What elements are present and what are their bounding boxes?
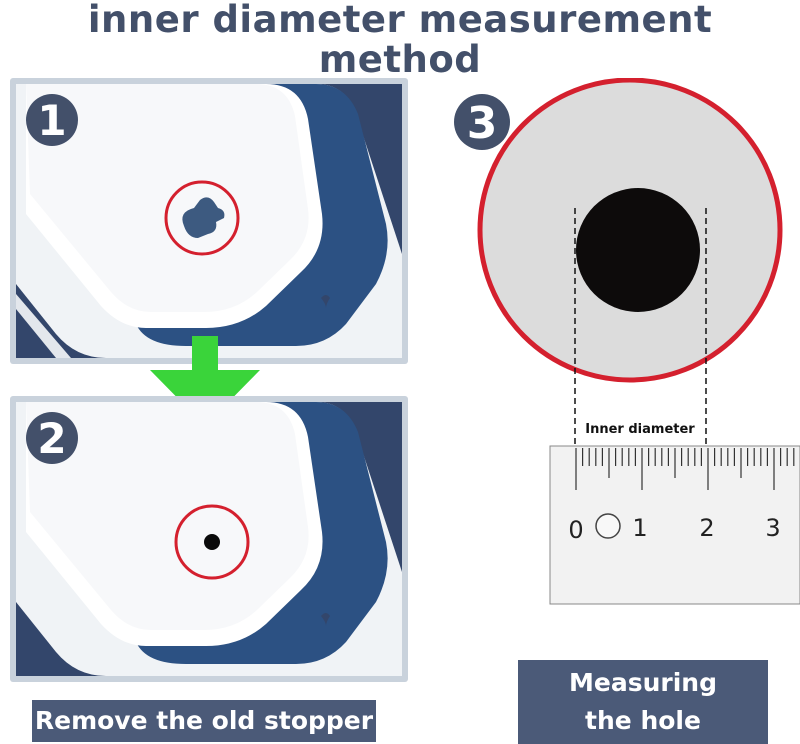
- page-title: inner diameter measurement method: [87, 0, 713, 81]
- step-1-badge: [26, 94, 78, 146]
- ruler-hole-icon: [595, 513, 621, 539]
- ruler-number-2: 2: [699, 514, 714, 542]
- ruler-number-3: 3: [765, 514, 780, 542]
- old-stopper-icon: [182, 197, 225, 238]
- ruler-number-1: 1: [632, 514, 647, 542]
- measurement-illustration: Inner diameter 0 1 2 3 3: [454, 78, 800, 605]
- step-1-panel: 1: [10, 78, 408, 364]
- highlight-circle: [164, 180, 240, 256]
- drain-hole-icon: [204, 534, 220, 550]
- remove-stopper-caption: Remove the old stopper: [32, 700, 376, 742]
- step-1-number: 1: [37, 96, 66, 145]
- step-3-badge: [454, 94, 510, 150]
- measuring-caption-line2: the hole diameter: [585, 706, 701, 735]
- ruler: 0 1 2 3: [549, 445, 800, 605]
- step-2-panel: 2: [10, 396, 408, 682]
- hole-icon: [576, 188, 700, 312]
- highlight-circle: [174, 504, 250, 580]
- step-3-number: 3: [467, 98, 498, 149]
- step-2-illustration: 2: [16, 402, 402, 676]
- step-1-illustration: 1: [16, 84, 402, 358]
- ruler-number-0: 0: [568, 516, 583, 544]
- step-2-badge: [26, 412, 78, 464]
- measuring-caption: Measuring the hole diameter: [518, 660, 768, 744]
- measuring-caption-line1: Measuring: [569, 668, 717, 697]
- inner-diameter-label: Inner diameter: [585, 422, 695, 437]
- step-2-number: 2: [37, 414, 66, 463]
